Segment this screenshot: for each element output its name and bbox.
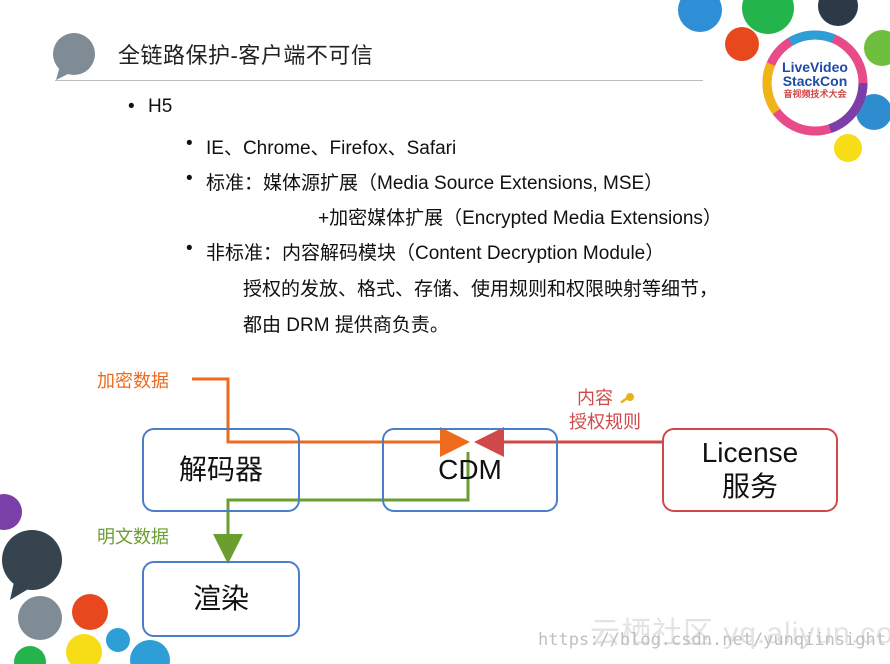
- auth-rules-label: 授权规则: [569, 412, 641, 432]
- encrypted-data-arrow: [192, 377, 470, 457]
- brand-watermark: 云栖社区 yq.aliyun.com: [590, 617, 890, 650]
- license-line-1: License: [701, 437, 799, 469]
- top-right-bubbles: [678, 0, 890, 162]
- content-label: 内容: [577, 384, 636, 410]
- plain-data-arrow: [213, 452, 470, 564]
- livevideo-stackcon-logo: LiveVideo StackCon 音视频技术大会: [775, 60, 855, 99]
- logo-line-1: LiveVideo: [782, 59, 848, 75]
- decoder-box: 解码器: [142, 428, 300, 512]
- bullet-nonstandard: • 非标准：内容解码模块（Content Decryption Module）: [186, 238, 665, 265]
- logo-line-2: StackCon: [782, 73, 848, 89]
- bullet-dot-icon: •: [128, 96, 135, 117]
- bullet-dot-icon: •: [186, 238, 193, 259]
- standard-continuation: +加密媒体扩展（Encrypted Media Extensions）: [318, 208, 722, 229]
- license-service-label: License 服务: [702, 436, 799, 503]
- cdm-label: CDM: [438, 454, 502, 486]
- render-box: 渲染: [142, 561, 300, 637]
- bullet-standard-text: 标准：媒体源扩展（Media Source Extensions, MSE）: [206, 173, 664, 194]
- url-watermark: https://blog.csdn.net/yunqiinsight: [538, 630, 886, 650]
- plain-data-label: 明文数据: [97, 527, 169, 547]
- bullet-h5-text: H5: [148, 96, 173, 117]
- bullet-dot-icon: •: [186, 168, 193, 189]
- license-service-box: License 服务: [662, 428, 838, 512]
- logo-subtitle: 音视频技术大会: [783, 89, 847, 99]
- nonstandard-desc-1: 授权的发放、格式、存储、使用规则和权限映射等细节，: [243, 279, 719, 300]
- bullet-dot-icon: •: [186, 133, 193, 154]
- nonstandard-desc-2: 都由 DRM 提供商负责。: [243, 315, 449, 336]
- cdm-box: CDM: [382, 428, 558, 512]
- bullet-nonstandard-text: 非标准：内容解码模块（Content Decryption Module）: [206, 243, 665, 264]
- bullet-h5: • H5: [128, 96, 173, 118]
- slide-title: 全链路保护-客户端不可信: [118, 43, 374, 68]
- title-bubble-icon: [53, 33, 95, 80]
- render-label: 渲染: [192, 583, 249, 615]
- bullet-standard: • 标准：媒体源扩展（Media Source Extensions, MSE）: [186, 168, 664, 195]
- license-line-2: 服务: [721, 471, 778, 502]
- bottom-left-bubbles: [0, 494, 170, 664]
- content-label-text: 内容: [577, 388, 613, 408]
- key-icon: [620, 393, 635, 404]
- encrypted-data-label: 加密数据: [97, 371, 169, 391]
- title-divider: [55, 80, 703, 81]
- bullet-browsers-text: IE、Chrome、Firefox、Safari: [206, 138, 457, 159]
- decoder-label: 解码器: [178, 454, 263, 486]
- bullet-browsers: • IE、Chrome、Firefox、Safari: [186, 133, 457, 160]
